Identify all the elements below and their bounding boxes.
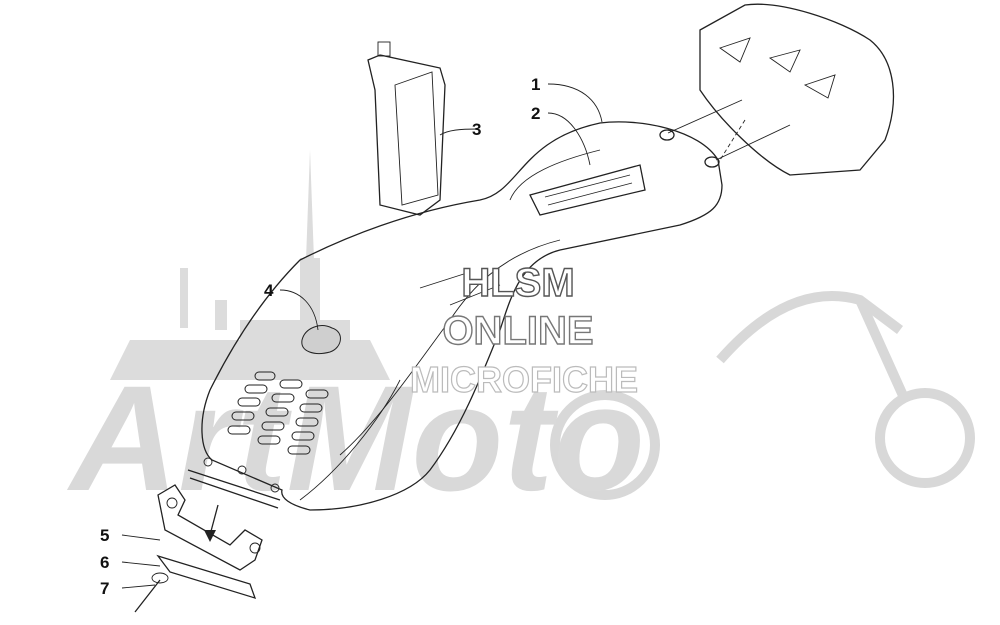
watermark-logo-text: ArtMoto: [66, 354, 645, 522]
engine-block: [667, 3, 895, 176]
screw: [134, 572, 169, 613]
callout-3: 3: [472, 120, 481, 139]
callout-2: 2: [531, 104, 540, 123]
insulation-pad: [367, 41, 446, 216]
leader-lines: [121, 83, 603, 589]
callout-6: 6: [100, 553, 109, 572]
warning-decal: [529, 164, 646, 216]
watermark-line-2: ONLINE: [442, 309, 593, 353]
callout-4: 4: [264, 281, 274, 300]
callout-5: 5: [100, 526, 109, 545]
watermark-line-1: HLSM: [461, 261, 574, 305]
watermark-skyline: [110, 150, 390, 380]
gasket: [156, 554, 257, 600]
foam-piece: [301, 325, 341, 354]
watermark-motorcycle: [550, 291, 975, 500]
watermark-text: HLSM ONLINE MICROFICHE: [409, 260, 638, 400]
watermark-line-3: MICROFICHE: [410, 359, 638, 400]
heat-shield-cover: [187, 121, 723, 511]
vent-slots: [227, 371, 329, 455]
callout-7: 7: [100, 579, 109, 598]
watermark-logo: ArtMoto: [66, 354, 645, 522]
callout-1: 1: [531, 75, 540, 94]
mounting-bracket: [157, 484, 263, 571]
